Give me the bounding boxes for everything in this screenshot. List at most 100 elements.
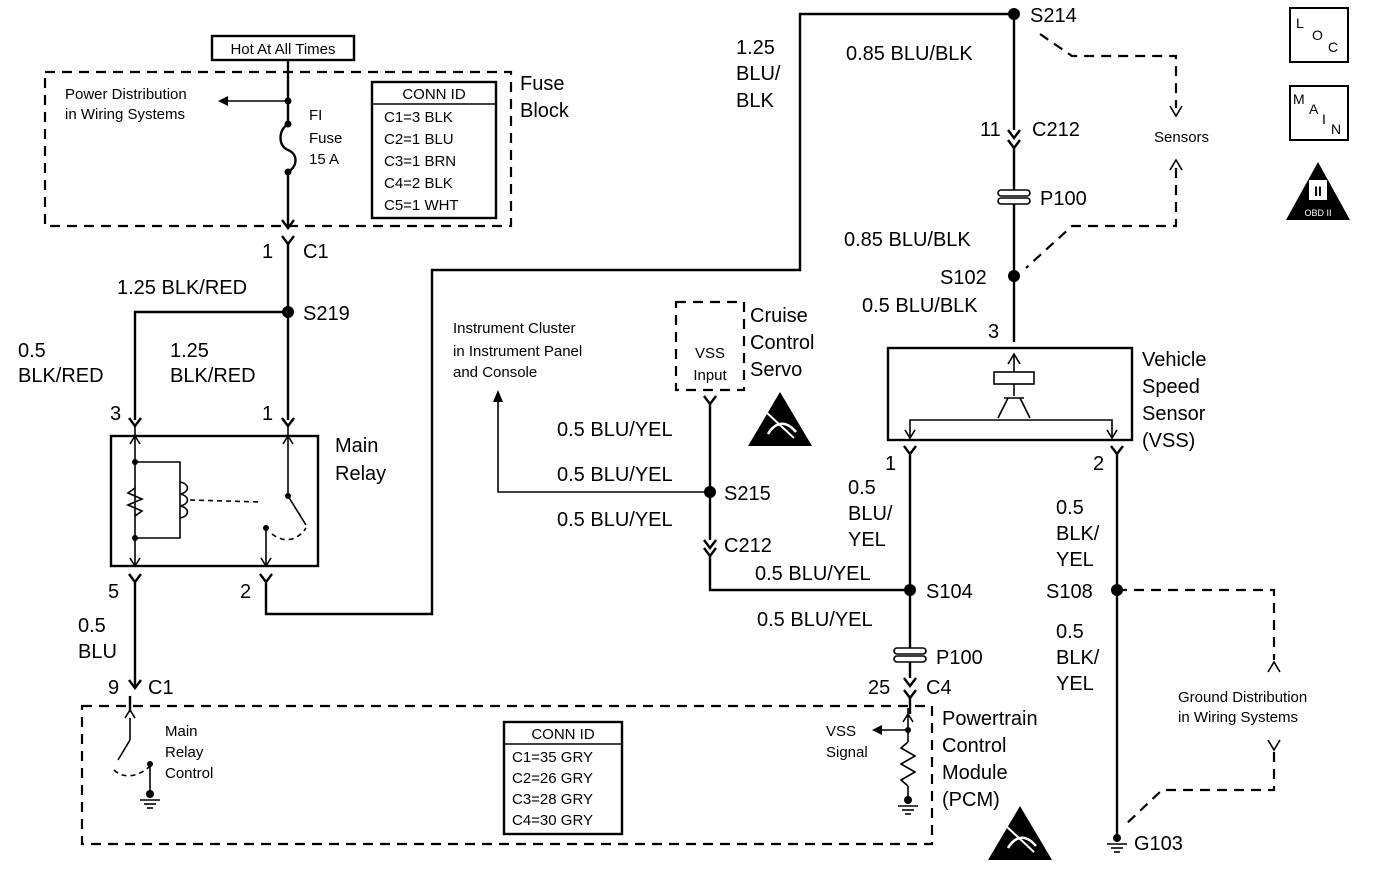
power-distribution-label-2: in Wiring Systems [65,106,185,123]
esd-warning-icon [748,392,812,446]
ground-symbol [140,790,160,809]
svg-text:N: N [1331,121,1341,137]
pcm-pin-9: 9 [108,677,119,699]
cruise-control-title: Cruise [750,305,808,327]
instrument-cluster-label-3: and Console [453,364,537,381]
conn-id-row: C1=35 GRY [512,749,593,766]
s102-label: S102 [940,267,987,289]
wire-label-blu-yel: 0.5 BLU/YEL [757,609,873,631]
instrument-cluster-label-2: in Instrument Panel [453,343,582,360]
main-relay-title: Main [335,435,378,457]
wire-label-085-blu-blk: 0.85 BLU/BLK [846,43,973,65]
main-relay-control-label-3: Control [165,765,213,782]
wire-label-yel: YEL [1056,549,1094,571]
svg-text:OBD II: OBD II [1304,208,1331,218]
s104-label: S104 [926,581,973,603]
vss-input-label: VSS [695,345,725,362]
main-icon[interactable]: M A I N [1289,85,1349,141]
fuse-block-conn-id-table: CONN ID C1=3 BLK C2=1 BLU C3=1 BRN C4=2 … [370,80,498,220]
vss-signal-label-2: Signal [826,744,868,761]
wire-label-blu: BLU/ [848,503,893,525]
p100-label: P100 [936,647,983,669]
cruise-control-servo-outline [674,300,746,392]
cruise-control-title-3: Servo [750,359,802,381]
vss-pin-1: 1 [885,453,896,475]
main-relay [109,426,320,568]
wire-label-blk: BLK [736,90,774,112]
c212-right-label: C212 [1032,119,1080,141]
instrument-cluster-label: Instrument Cluster [453,320,576,337]
conn-id-row: C3=1 BRN [384,153,456,170]
conn-id-row: C4=2 BLK [384,175,453,192]
esd-warning-icon [988,806,1052,860]
pcm-title-3: Module [942,762,1008,784]
wire-label-blk-red: 1.25 BLK/RED [117,277,247,299]
vss-pin-3: 3 [988,321,999,343]
svg-text:M: M [1293,91,1305,107]
fuse-label: Fuse [309,130,342,147]
hot-at-all-times-label: Hot At All Times [230,41,335,58]
wire-label-05: 0.5 [848,477,876,499]
fuse-name: FI [309,107,322,124]
wire-label-blu-yel: 0.5 BLU/YEL [557,509,673,531]
fuse-block-title-2: Block [520,100,570,122]
wire-label-blk-red-3: BLK/RED [170,365,256,387]
c212-pin-11: 11 [980,119,1001,141]
relay-pin-2: 2 [240,581,251,603]
pcm-title-4: (PCM) [942,789,1000,811]
s214-label: S214 [1030,5,1077,27]
svg-text:A: A [1309,101,1319,117]
relay-pin-5: 5 [108,581,119,603]
relay-coil [179,481,189,519]
conn-id-title: CONN ID [531,726,595,743]
ground-distribution-label: Ground Distribution [1178,689,1307,706]
fuse-f1-symbol [279,122,297,174]
hot-at-all-times-box: Hot At All Times [210,34,356,62]
wire-label-05: 0.5 [1056,621,1084,643]
cruise-control-title-2: Control [750,332,814,354]
wire-label-085-blu-blk: 0.85 BLU/BLK [844,229,971,251]
vss-signal-label: VSS [826,723,856,740]
conn-id-row: C2=1 BLU [384,131,454,148]
wire-label-125: 1.25 [170,340,209,362]
wire-label-05-blu-blk: 0.5 BLU/BLK [862,295,978,317]
wire-label-blk: BLK/ [1056,523,1100,545]
vss-title-3: Sensor [1142,403,1206,425]
p100-connector [893,647,927,663]
relay-resistor [125,487,145,517]
conn-id-row: C1=3 BLK [384,109,453,126]
pcm-c1-label: C1 [148,677,174,699]
fuse-rating: 15 A [309,151,339,168]
s219-label: S219 [303,303,350,325]
wire-label-yel: YEL [1056,673,1094,695]
pcm-title: Powertrain [942,708,1038,730]
wire-label-05-blu: 0.5 [78,615,106,637]
splice-s102 [1008,270,1020,282]
ground-symbol [898,796,918,815]
vss-input-label-2: Input [693,367,727,384]
wire-label-05: 0.5 [1056,497,1084,519]
obd-ii-icon[interactable]: II OBD II [1286,162,1350,220]
conn-id-row: C2=26 GRY [512,770,593,787]
wire-label-yel: YEL [848,529,886,551]
pcm-pin-25: 25 [868,677,890,699]
main-relay-control-label: Main [165,723,198,740]
vss-title: Vehicle [1142,349,1207,371]
wire-label-125: 1.25 [736,37,775,59]
wire-label-blk-red-2: BLK/RED [18,365,104,387]
ground-distribution-label-2: in Wiring Systems [1178,709,1298,726]
wire-label-blu-yel: 0.5 BLU/YEL [557,464,673,486]
c1-connector-label: C1 [303,241,329,263]
g103-label: G103 [1134,833,1183,855]
power-distribution-label: Power Distribution [65,86,187,103]
vehicle-speed-sensor [886,346,1134,442]
fuse-block-title: Fuse [520,73,564,95]
c4-label: C4 [926,677,952,699]
s108-label: S108 [1046,581,1093,603]
svg-text:C: C [1328,39,1338,55]
conn-id-row: C4=30 GRY [512,812,593,829]
loc-icon[interactable]: L O C [1289,7,1349,63]
svg-text:L: L [1296,15,1304,31]
